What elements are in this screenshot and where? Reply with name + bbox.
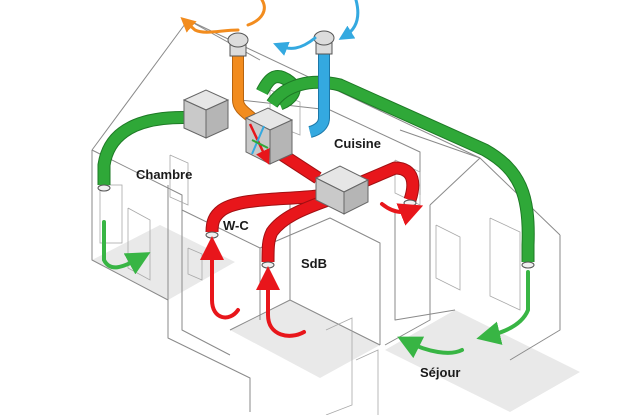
extract-grille-cuisine — [403, 199, 417, 207]
roof-edge — [429, 157, 481, 206]
door-sejour-front — [355, 349, 379, 415]
wall-back-right — [384, 205, 431, 346]
wall-left-top — [91, 149, 183, 210]
wall-right — [509, 235, 561, 361]
supply-grille-sejour — [521, 261, 535, 269]
fresh-air-roof-cap — [313, 30, 335, 55]
unit-fresh-arrow — [251, 125, 265, 155]
extract-plenum-box — [314, 165, 370, 215]
supply-grille-chambre — [97, 184, 111, 192]
airflow-arrows — [102, 0, 530, 359]
floor-sejour — [385, 310, 580, 412]
exhaust-arrow-1 — [180, 17, 240, 34]
fresh-arrow-2 — [273, 36, 317, 56]
partition-wc-left — [181, 210, 231, 356]
wall-left-front — [91, 150, 251, 412]
partition-sdb — [259, 217, 381, 345]
supply-ducts — [97, 70, 535, 269]
door-chambre — [127, 207, 151, 281]
supply-arrow-sejour — [476, 270, 530, 345]
supply-arrow-sejour-2 — [397, 336, 464, 359]
room-label-chambre: Chambre — [136, 167, 193, 182]
room-label-sdb: SdB — [301, 256, 327, 271]
unit-supply-arrow — [251, 139, 269, 149]
extract-arrow-cuisine — [380, 202, 424, 226]
window-sejour-right — [489, 217, 521, 311]
extract-grille-wc — [205, 231, 219, 239]
floor-sdb — [230, 300, 380, 378]
extract-arrow-sdb — [256, 266, 306, 338]
partition-sejour — [394, 210, 456, 321]
door-sdb — [325, 317, 353, 415]
room-label-sejour: Séjour — [420, 365, 461, 380]
room-label-cuisine: Cuisine — [334, 136, 381, 151]
window-chambre — [99, 184, 123, 244]
extract-grille-sdb — [261, 261, 275, 269]
distribution-box-left — [182, 89, 230, 139]
fresh-arrow-1 — [338, 0, 360, 40]
extract-arrow-wc — [200, 236, 240, 320]
exhaust-roof-cap — [227, 32, 249, 57]
vmc-double-flux-unit — [244, 107, 294, 165]
door-chambre-back — [169, 154, 189, 206]
exhaust-arrow-2 — [246, 0, 266, 27]
window-sejour-left — [435, 224, 461, 291]
window-wc — [187, 247, 203, 281]
extract-ducts — [205, 144, 420, 269]
room-label-wc: W-C — [223, 218, 249, 233]
supply-arrow-chambre — [102, 220, 151, 275]
